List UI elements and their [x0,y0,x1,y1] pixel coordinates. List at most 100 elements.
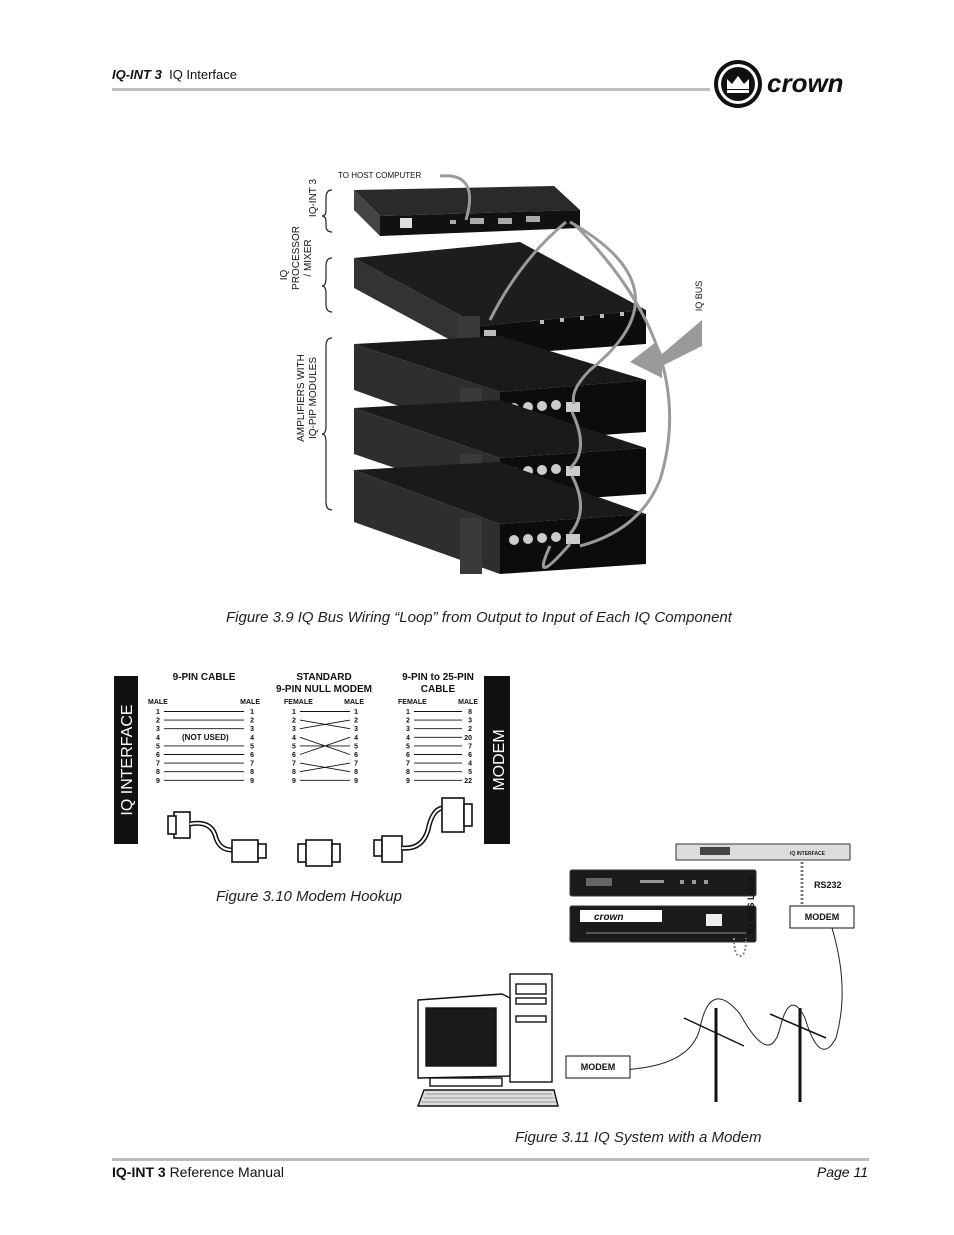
pin-left: 2 [406,718,410,725]
footer-rule [112,1158,869,1161]
pin-left: 5 [156,743,160,750]
pin-right: 5 [250,743,254,750]
pin-right: 3 [468,718,472,725]
pin-right: 22 [464,778,472,785]
cable-title: STANDARD [296,672,351,683]
footer-product: IQ-INT 3 [112,1164,166,1180]
amp-brand-label: crown [594,912,623,923]
pin-header: MALE [148,699,168,706]
figure-3-10-caption: Figure 3.10 Modem Hookup [216,888,402,905]
pin-left: 9 [406,778,410,785]
pin-left: 3 [292,726,296,733]
pin-right: 4 [354,735,358,742]
pin-right: 7 [354,761,358,768]
cable-title: 9-PIN NULL MODEM [276,684,372,695]
pin-right: 6 [468,752,472,759]
pin-right: 8 [250,769,254,776]
pin-right: 1 [354,709,358,716]
label-amplifiers: AMPLIFIERS WITH IQ-PIP MODULES [296,354,319,442]
modem-bar-label: MODEM [491,729,508,790]
pin-left: 1 [292,709,296,716]
cable-9-25-drawing [373,797,473,863]
telephone-poles [683,1008,827,1102]
figure-3-11-diagram: IQ INTERFACE crown IQ BUS LOOP RS232 MOD… [416,843,855,1107]
null-modem-drawing [297,839,341,867]
pin-right: 6 [250,752,254,759]
pin-header: MALE [240,699,260,706]
rack-interface-label: IQ INTERFACE [790,851,826,857]
pin-left: 4 [406,735,410,742]
pin-left: 6 [406,752,410,759]
pin-left: 9 [156,778,160,785]
pin-right: 6 [354,752,358,759]
header-rule [112,88,710,91]
pin-left: 1 [406,709,410,716]
pin-left: 6 [292,752,296,759]
pin-header: FEMALE [398,699,427,706]
bus-loop-cable [733,937,747,958]
pin-header: MALE [344,699,364,706]
pin-wire [299,736,351,755]
pin-right: 4 [468,761,472,768]
running-header: IQ-INT 3 IQ Interface [112,67,237,82]
amplifier-3 [354,462,646,574]
pin-left: 8 [406,769,410,776]
pin-right: 9 [354,778,358,785]
header-section: IQ Interface [169,67,237,82]
pin-left: 3 [406,726,410,733]
pin-right: 8 [468,709,472,716]
cable-title: 9-PIN to 25-PIN [402,672,474,683]
pin-right: 7 [250,761,254,768]
host-computer [416,973,559,1107]
figure-3-9-diagram: IQ-INT 3 IQ PROCESSOR / MIXER AMPLIFIERS… [279,171,704,574]
bracket-group [321,189,333,511]
figure-3-9-caption: Figure 3.9 IQ Bus Wiring “Loop” from Out… [226,609,732,626]
iq-interface-rack: IQ INTERFACE [675,843,851,861]
pin-header: FEMALE [284,699,313,706]
pin-right: 5 [468,769,472,776]
modem-bottom-box [565,1055,631,1079]
iq-bus-loop-label: IQ BUS LOOP [746,874,756,933]
pin-left: 1 [156,709,160,716]
pin-left: 5 [292,743,296,750]
pin-left: 4 [292,735,296,742]
cable-title: 9-PIN CABLE [173,672,236,683]
phone-line [609,927,843,1071]
footer-manual-label: Reference Manual [169,1164,284,1180]
label-processor-l1: IQ [279,270,290,281]
label-host-computer: TO HOST COMPUTER [338,171,421,180]
pin-right: 2 [468,726,472,733]
footer-manual: IQ-INT 3 Reference Manual [112,1164,284,1180]
pin-right: 3 [354,726,358,733]
label-iq-int-3: IQ-INT 3 [308,178,319,217]
iq-int-3-unit [354,186,580,236]
pin-left: 5 [406,743,410,750]
pin-wire [299,719,351,730]
label-amps-l1: AMPLIFIERS WITH [296,354,307,442]
label-processor-l3: / MIXER [303,239,314,276]
pin-left: 2 [292,718,296,725]
not-used-label: (NOT USED) [182,733,229,742]
pin-left: 2 [156,718,160,725]
pin-left: 9 [292,778,296,785]
rs232-label: RS232 [814,880,842,890]
page-number: Page 11 [816,1164,868,1180]
modem-bottom-label: MODEM [581,1062,616,1072]
pin-header: MALE [458,699,478,706]
pin-right: 2 [354,718,358,725]
pin-left: 7 [292,761,296,768]
label-amps-l2: IQ-PIP MODULES [308,357,319,439]
label-processor: IQ PROCESSOR / MIXER [279,226,314,290]
pin-right: 8 [354,769,358,776]
pin-right: 20 [464,735,472,742]
crown-amplifier: crown [569,905,757,943]
pin-left: 7 [156,761,160,768]
iq-bus-cables [439,174,672,569]
iq-bus-arrow [630,320,702,378]
modem-top-box [789,905,855,929]
logo-wordmark: crown [767,68,844,98]
pin-right: 5 [354,743,358,750]
modem-bar [484,676,510,844]
